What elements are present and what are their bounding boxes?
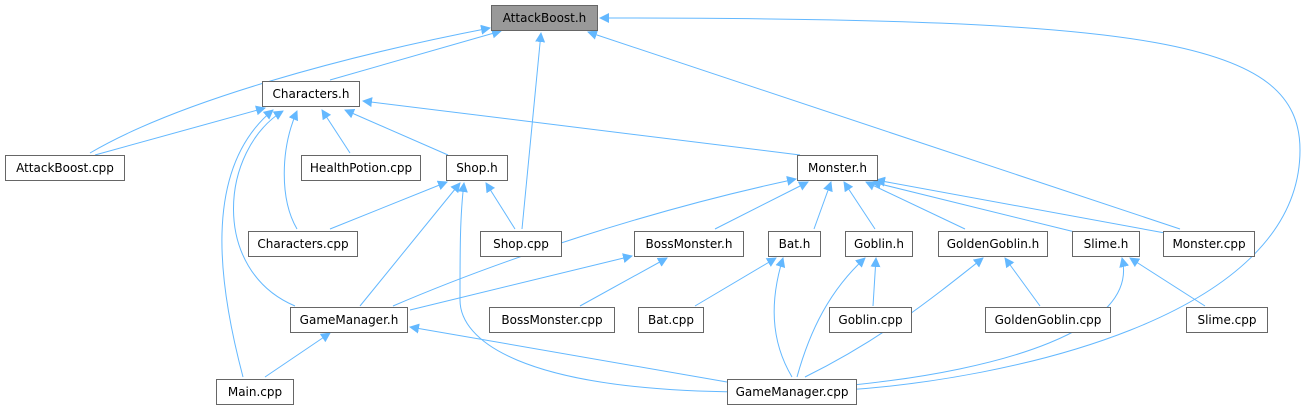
edge-gamemanager_cpp-shop_h <box>457 182 741 393</box>
node-bossmonster-h[interactable]: BossMonster.h <box>634 231 744 257</box>
node-bossmonster-cpp[interactable]: BossMonster.cpp <box>489 307 615 333</box>
edge-gamemanager_cpp-goblin_h <box>796 257 866 378</box>
edge-bossmonster_cpp-bossmonster_h <box>579 257 668 307</box>
node-attackboost-h: AttackBoost.h <box>491 5 598 31</box>
edge-goblin_cpp-goblin_h <box>870 257 881 307</box>
edge-characters_cpp-characters_h <box>283 110 298 230</box>
edge-monster_cpp-attackboost_h <box>587 30 1181 230</box>
node-monster-h[interactable]: Monster.h <box>797 155 878 181</box>
node-slime-cpp[interactable]: Slime.cpp <box>1186 307 1268 333</box>
edge-gamemanager_h-bossmonster_h <box>409 253 633 311</box>
edge-bat_cpp-bat_h <box>694 257 777 307</box>
edge-goldengoblin_cpp-goldengoblin_h <box>1004 257 1041 307</box>
edge-gamemanager_h-characters_h <box>233 110 296 307</box>
edge-monster_cpp-monster_h <box>875 176 1166 234</box>
edge-gamemanager_cpp-slime_h <box>852 257 1130 386</box>
node-goblin-cpp[interactable]: Goblin.cpp <box>829 307 912 333</box>
edge-attackboost_cpp-attackboost_h <box>89 24 491 154</box>
edge-gamemanager_cpp-bat_h <box>773 257 793 378</box>
node-characters-h[interactable]: Characters.h <box>262 81 360 107</box>
node-characters-cpp[interactable]: Characters.cpp <box>248 231 358 257</box>
node-shop-h[interactable]: Shop.h <box>446 155 508 181</box>
edge-goldengoblin_h-monster_h <box>865 181 966 230</box>
node-attackboost-cpp[interactable]: AttackBoost.cpp <box>5 155 125 181</box>
node-bat-cpp[interactable]: Bat.cpp <box>638 307 704 333</box>
node-healthpotion-cpp[interactable]: HealthPotion.cpp <box>301 155 421 181</box>
node-gamemanager-cpp[interactable]: GameManager.cpp <box>727 379 857 405</box>
edge-gamemanager_cpp-attackboost_h <box>599 13 1301 391</box>
edge-gamemanager_cpp-gamemanager_h <box>409 323 728 383</box>
edge-attackboost_cpp-characters_h <box>94 105 266 156</box>
edge-healthpotion_cpp-characters_h <box>321 109 351 154</box>
node-goldengoblin-cpp[interactable]: GoldenGoblin.cpp <box>985 307 1111 333</box>
node-bat-h[interactable]: Bat.h <box>768 231 821 257</box>
node-goldengoblin-h[interactable]: GoldenGoblin.h <box>938 231 1048 257</box>
edge-goblin_h-monster_h <box>843 181 876 230</box>
edge-gamemanager_h-shop_h <box>359 182 461 307</box>
edge-shop_cpp-attackboost_h <box>521 32 546 230</box>
node-monster-cpp[interactable]: Monster.cpp <box>1163 231 1255 257</box>
edge-shop_h-characters_h <box>344 109 449 156</box>
node-main-cpp[interactable]: Main.cpp <box>216 379 294 405</box>
edge-gamemanager_h-monster_h <box>392 175 797 307</box>
edge-shop_cpp-shop_h <box>485 182 516 230</box>
edge-characters_h-attackboost_h <box>329 28 502 81</box>
node-goblin-h[interactable]: Goblin.h <box>845 231 913 257</box>
edge-slime_cpp-slime_h <box>1129 257 1206 307</box>
edge-main_cpp-gamemanager_h <box>264 332 331 378</box>
edge-characters_cpp-shop_h <box>329 180 448 230</box>
node-gamemanager-h[interactable]: GameManager.h <box>290 307 408 333</box>
edge-bossmonster_h-monster_h <box>714 181 809 230</box>
edge-slime_h-monster_h <box>871 179 1076 233</box>
node-slime-h[interactable]: Slime.h <box>1072 231 1140 257</box>
node-shop-cpp[interactable]: Shop.cpp <box>480 231 562 257</box>
edge-bat_h-monster_h <box>813 181 833 230</box>
edge-monster_h-characters_h <box>362 97 801 156</box>
edge-main_cpp-characters_h <box>221 109 274 378</box>
